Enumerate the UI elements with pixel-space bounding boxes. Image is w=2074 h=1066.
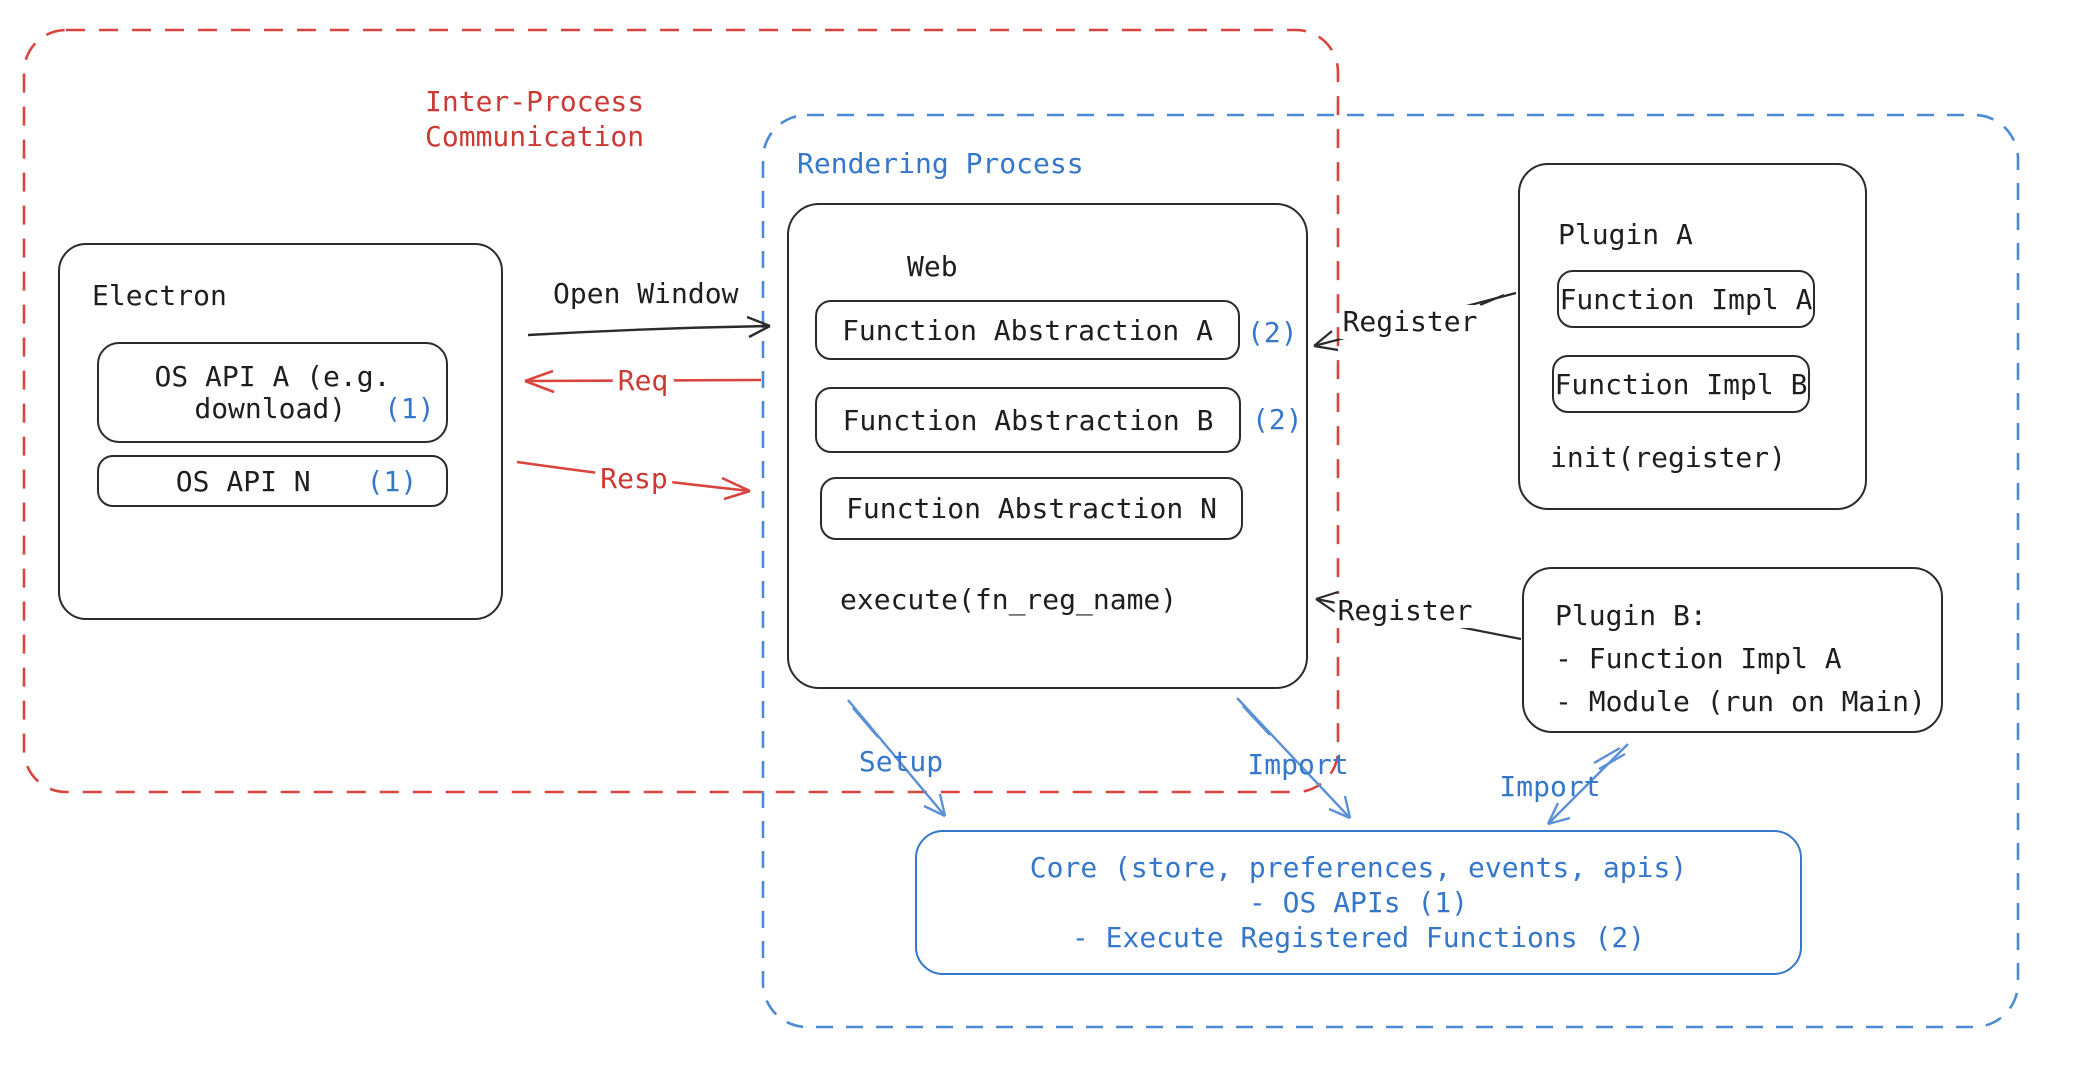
core-line1: Core (store, preferences, events, apis) xyxy=(1029,851,1688,884)
function-abstraction-b-box: Function Abstraction B xyxy=(815,387,1241,453)
rendering-region-border xyxy=(761,113,2020,1029)
function-impl-a-box: Function Impl A xyxy=(1557,270,1815,328)
function-impl-b-label: Function Impl B xyxy=(1554,367,1808,401)
os-api-a-line2: download) xyxy=(194,391,347,425)
import-plugin-label: Import xyxy=(1499,770,1601,803)
plugin-b-text: Plugin B: - Function Impl A - Module (run … xyxy=(1555,594,1926,723)
os-api-a-badge: (1) xyxy=(384,391,435,425)
open-window-arrow xyxy=(527,315,771,339)
req-label: Req xyxy=(612,364,674,398)
init-register-label: init(register) xyxy=(1550,441,1787,474)
plugin-b-box xyxy=(1522,567,1943,733)
ipc-region-border xyxy=(22,28,1340,794)
rendering-region-label: Rendering Process xyxy=(797,147,1084,180)
electron-title: Electron xyxy=(92,279,227,312)
function-abstraction-b-badge: (2) xyxy=(1252,403,1303,436)
function-abstraction-a-badge: (2) xyxy=(1247,316,1298,349)
web-box xyxy=(787,203,1308,689)
function-impl-b-box: Function Impl B xyxy=(1552,355,1810,413)
import-web-arrow xyxy=(1236,697,1352,820)
os-api-n-label: OS API N xyxy=(175,464,311,498)
function-abstraction-b-label: Function Abstraction B xyxy=(842,403,1214,437)
plugin-b-item-2: - Module (run on Main) xyxy=(1555,685,1926,718)
setup-label: Setup xyxy=(858,745,944,778)
register-bottom-label: Register xyxy=(1334,594,1476,628)
core-line3: - Execute Registered Functions (2) xyxy=(1071,921,1646,954)
resp-label: Resp xyxy=(595,462,673,496)
plugin-a-title: Plugin A xyxy=(1558,218,1693,251)
function-abstraction-n-label: Function Abstraction N xyxy=(846,492,1217,525)
web-title: Web xyxy=(907,250,958,283)
ipc-label-line2: Communication xyxy=(425,120,645,153)
plugin-b-title: Plugin B: xyxy=(1555,599,1707,632)
electron-box xyxy=(58,243,503,620)
function-abstraction-n-box: Function Abstraction N xyxy=(820,477,1243,540)
plugin-b-item-1: - Function Impl A xyxy=(1555,642,1842,675)
import-plugin-arrow xyxy=(1546,743,1629,826)
os-api-a-line1: OS API A (e.g. xyxy=(154,359,391,393)
function-abstraction-a-label: Function Abstraction A xyxy=(842,313,1213,347)
plugin-a-box xyxy=(1518,163,1867,510)
function-impl-a-label: Function Impl A xyxy=(1559,282,1813,316)
execute-label: execute(fn_reg_name) xyxy=(840,583,1178,616)
import-web-label: Import xyxy=(1247,748,1349,781)
os-api-a-box: OS API A (e.g. download) (1) xyxy=(97,342,448,443)
setup-arrow xyxy=(847,699,947,818)
open-window-label: Open Window xyxy=(553,277,739,310)
os-api-n-box: OS API N (1) xyxy=(97,455,448,507)
core-box: Core (store, preferences, events, apis) … xyxy=(915,830,1802,975)
ipc-label-line1: Inter-Process xyxy=(425,85,645,118)
core-line2: - OS APIs (1) xyxy=(1248,886,1469,919)
os-api-n-badge: (1) xyxy=(366,464,418,498)
register-top-label: Register xyxy=(1339,305,1481,339)
function-abstraction-a-box: Function Abstraction A xyxy=(815,300,1240,360)
